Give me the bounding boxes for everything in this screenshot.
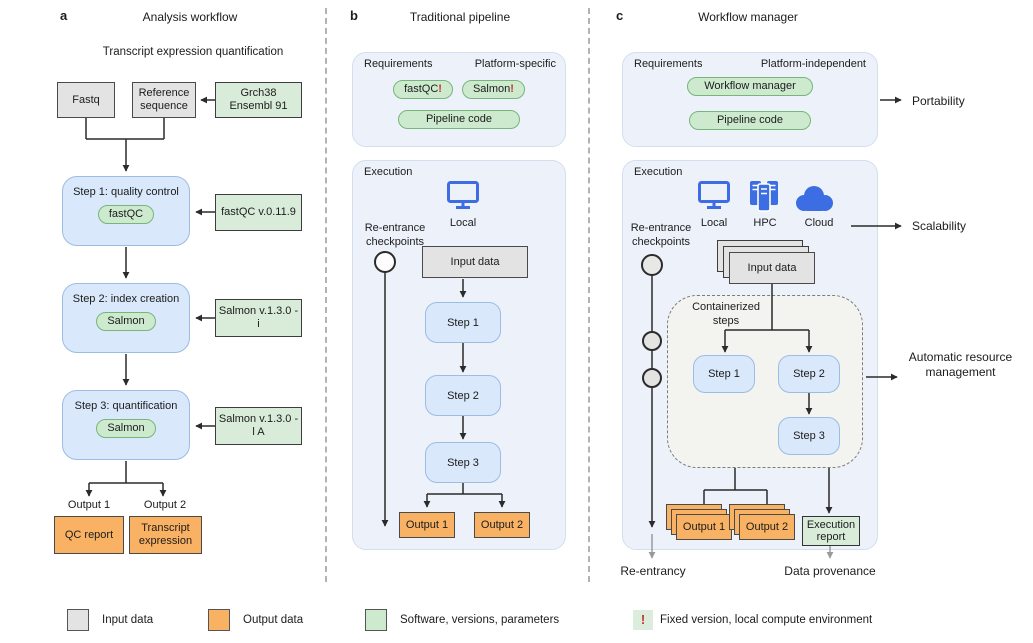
step3-note-box: Salmon v.1.3.0 -l A	[215, 407, 302, 445]
local-label-c: Local	[700, 217, 728, 229]
panel-b-tool-pills: fastQC! Salmon!	[352, 80, 566, 100]
input-data-box-b: Input data	[422, 246, 528, 278]
pipeline-code-pill-b: Pipeline code	[398, 110, 520, 130]
panel-divider-ab	[325, 8, 327, 582]
panel-c-execution-label: Execution	[634, 166, 683, 178]
step1-title: Step 1: quality control	[73, 186, 179, 198]
salmon-pill-index: Salmon	[96, 312, 156, 332]
step1-box-b: Step 1	[425, 302, 501, 343]
input-data-box-c: Input data	[729, 252, 815, 284]
panel-a-subtitle: Transcript expression quantification	[102, 46, 284, 58]
step1-box-c: Step 1	[693, 355, 755, 393]
step1-note-box: fastQC v.0.11.9	[215, 194, 302, 231]
reentrancy-label: Re-entrancy	[620, 564, 686, 578]
data-provenance-label: Data provenance	[784, 564, 876, 578]
fastqc-alert-mark: !	[438, 83, 442, 95]
cloud-icon	[791, 184, 837, 212]
step2-box-b: Step 2	[425, 375, 501, 416]
legend-fixed-version-icon: !	[633, 610, 653, 630]
containerized-steps-label: Containerized steps	[692, 301, 760, 327]
transcript-expression-box: Transcript expression	[129, 516, 202, 554]
qc-report-box: QC report	[54, 516, 124, 554]
salmon-alert-mark: !	[510, 83, 514, 95]
checkpoints-label-c: Re-entrance checkpoints	[630, 222, 692, 248]
panel-b-tag: b	[350, 8, 358, 23]
output2-label: Output 2	[143, 499, 187, 511]
legend-software-swatch	[365, 609, 387, 631]
panel-c-requirements-label: Requirements	[634, 58, 703, 70]
legend-software-label: Software, versions, parameters	[400, 614, 560, 626]
salmon-alert-pill: Salmon!	[461, 80, 525, 100]
workflow-manager-pill: Workflow manager	[687, 77, 813, 97]
output2-box-b: Output 2	[474, 512, 530, 538]
hpc-icon	[749, 179, 779, 212]
step2-note-box: Salmon v.1.3.0 -i	[215, 299, 302, 337]
step2-box-c: Step 2	[778, 355, 840, 393]
legend-fixed-version-label: Fixed version, local compute environment	[660, 614, 873, 626]
panel-a-tag: a	[60, 8, 68, 23]
step3-box: Step 3: quantification Salmon	[62, 390, 190, 460]
reference-sequence-box: Reference sequence	[132, 82, 196, 118]
step2-title: Step 2: index creation	[72, 293, 180, 305]
panel-b-execution-label: Execution	[364, 166, 413, 178]
pipeline-code-pill-c: Pipeline code	[689, 111, 811, 131]
step1-box: Step 1: quality control fastQC	[62, 176, 190, 246]
panel-b-platform-label: Platform-specific	[474, 58, 556, 70]
fastqc-alert-pill: fastQC!	[393, 80, 453, 100]
output1-label: Output 1	[67, 499, 111, 511]
panel-b-pipeline-row: Pipeline code	[352, 110, 566, 130]
portability-label: Portability	[912, 94, 965, 108]
panel-c-platform-label: Platform-independent	[760, 58, 866, 70]
panel-c-requirements-box	[622, 52, 878, 147]
hpc-label: HPC	[753, 217, 777, 229]
local-monitor-icon-c	[697, 180, 731, 212]
salmon-pill-quant: Salmon	[96, 419, 156, 439]
workflow-manager-row: Workflow manager	[622, 77, 878, 97]
step3-box-c: Step 3	[778, 417, 840, 455]
legend-input-label: Input data	[102, 614, 154, 626]
panel-c-pipeline-row: Pipeline code	[622, 111, 878, 131]
auto-resource-label: Automatic resource management	[908, 350, 1013, 379]
panel-b-requirements-box	[352, 52, 566, 147]
output1-box-c: Output 1	[676, 514, 732, 540]
fastq-box: Fastq	[57, 82, 115, 118]
scalability-label: Scalability	[912, 219, 967, 233]
panel-divider-bc	[588, 8, 590, 582]
panel-b-title: Traditional pipeline	[409, 10, 511, 24]
checkpoints-label-b: Re-entrance checkpoints	[364, 222, 426, 248]
step2-box: Step 2: index creation Salmon	[62, 283, 190, 353]
output2-box-c: Output 2	[739, 514, 795, 540]
output1-box-b: Output 1	[399, 512, 455, 538]
local-monitor-icon	[446, 180, 480, 212]
step3-box-b: Step 3	[425, 442, 501, 483]
genome-version-box: Grch38 Ensembl 91	[215, 82, 302, 118]
legend-output-swatch	[208, 609, 230, 631]
panel-c-tag: c	[616, 8, 624, 23]
legend-output-label: Output data	[243, 614, 304, 626]
execution-report-box: Execution report	[802, 516, 860, 546]
fastqc-pill: fastQC	[97, 205, 155, 225]
panel-c-title: Workflow manager	[698, 10, 798, 24]
panel-b-requirements-label: Requirements	[364, 58, 433, 70]
step3-title: Step 3: quantification	[74, 400, 178, 412]
local-label-b: Local	[449, 217, 477, 229]
cloud-label: Cloud	[804, 217, 834, 229]
panel-a-title: Analysis workflow	[142, 10, 238, 24]
legend-input-swatch	[67, 609, 89, 631]
